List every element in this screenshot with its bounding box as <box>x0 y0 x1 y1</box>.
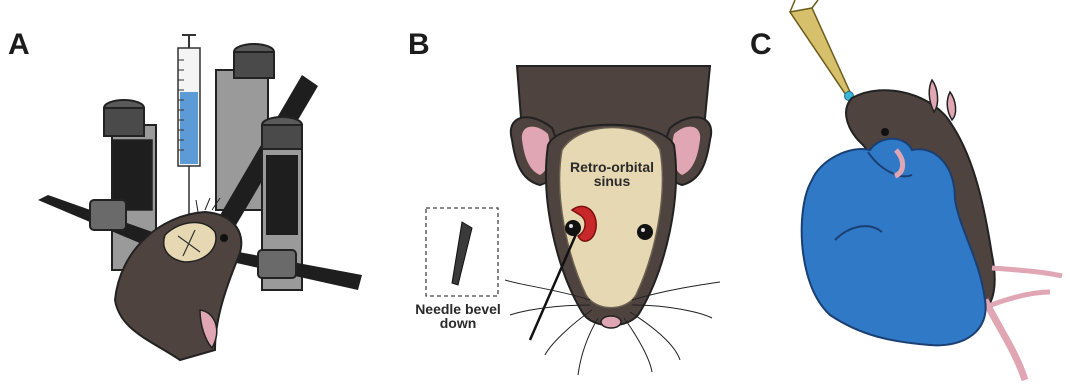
needle-bevel-inset <box>426 208 498 296</box>
mouse-nose <box>601 316 621 328</box>
panel-a-stereotaxic-illustration <box>38 35 362 360</box>
mouse-eye-right <box>637 224 653 240</box>
needle-bevel-label: Needle bevel down <box>398 302 518 330</box>
needle-bevel-label-line1: Needle bevel <box>398 302 518 316</box>
syringe <box>178 35 200 225</box>
panel-c-pipette-illustration <box>790 0 1062 380</box>
mouse-eye-left <box>565 220 581 236</box>
sinus-label-line1: Retro-orbital <box>552 160 672 174</box>
pipette <box>790 0 854 101</box>
needle-bevel-label-line2: down <box>398 316 518 330</box>
sinus-label: Retro-orbital sinus <box>552 160 672 188</box>
sinus-label-line2: sinus <box>552 174 672 188</box>
mouse-tail <box>985 300 1025 380</box>
mouse-eye-panel-c <box>881 128 889 136</box>
